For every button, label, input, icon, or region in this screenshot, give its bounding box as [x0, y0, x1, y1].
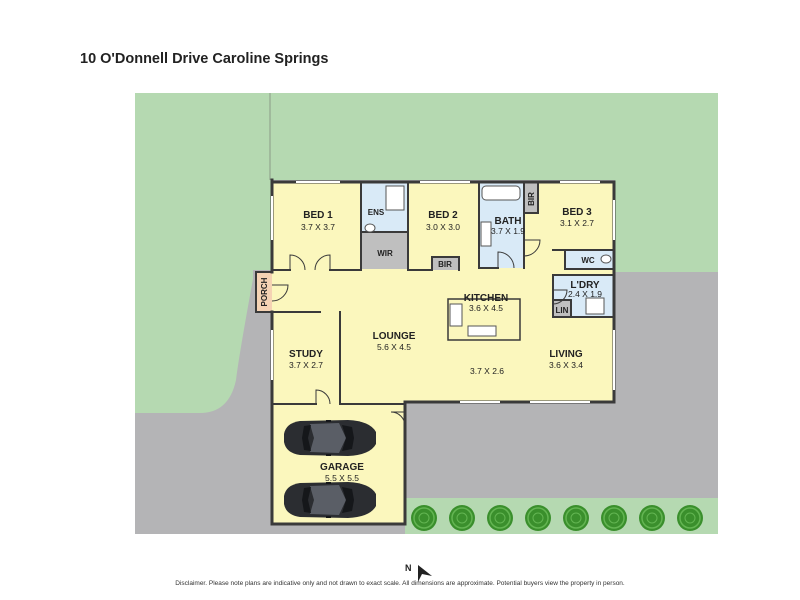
wc-label: WC — [581, 256, 595, 265]
front-lawn — [135, 93, 718, 413]
kitchen-dims: 3.6 X 4.5 — [469, 303, 503, 313]
property-address: 10 O'Donnell Drive Caroline Springs — [80, 51, 329, 67]
tree-icon — [410, 504, 438, 532]
kitchen-label: KITCHEN — [464, 293, 508, 304]
bed2-dims: 3.0 X 3.0 — [426, 222, 460, 232]
lounge-dims: 5.6 X 4.5 — [377, 342, 411, 352]
tree-icon — [600, 504, 628, 532]
lin-label: LIN — [556, 306, 569, 315]
bed2-label: BED 2 — [428, 210, 458, 221]
garage-label: GARAGE — [320, 462, 364, 473]
toilet-icon — [600, 254, 612, 264]
dining-dims: 3.7 X 2.6 — [470, 366, 504, 376]
cooktop-icon — [449, 303, 463, 327]
lounge-label: LOUNGE — [373, 331, 416, 342]
bed1-label: BED 1 — [303, 210, 333, 221]
bir-bed3-label: BIR — [527, 192, 536, 206]
laundry-dims: 2.4 X 1.9 — [568, 289, 602, 299]
laundry-label: L'DRY — [570, 280, 600, 291]
compass-north-label: N — [405, 563, 412, 573]
windows — [271, 181, 615, 403]
bir-bed2-area — [432, 257, 459, 270]
wir-label: WIR — [377, 249, 393, 258]
ens-label: ENS — [368, 208, 385, 217]
tree-icon — [638, 504, 666, 532]
car-icon — [284, 482, 376, 518]
tree-icon — [486, 504, 514, 532]
bath-dims: 3.7 X 1.9 — [491, 226, 525, 236]
toilet-icon — [364, 223, 376, 233]
porch-label: PORCH — [260, 277, 269, 306]
tree-icon — [562, 504, 590, 532]
tree-icon — [524, 504, 552, 532]
bir-bed3-area — [524, 183, 538, 213]
tree-icon — [676, 504, 704, 532]
wir-area — [361, 232, 408, 269]
bir-bed2-label: BIR — [438, 260, 452, 269]
garage-dims: 5.5 X 5.5 — [325, 473, 359, 483]
bed3-label: BED 3 — [562, 207, 592, 218]
disclaimer-text: Disclaimer. Please note plans are indica… — [175, 580, 625, 587]
car-icon — [284, 420, 376, 456]
study-label: STUDY — [289, 349, 323, 360]
wc-area — [565, 250, 613, 269]
study-dims: 3.7 X 2.7 — [289, 360, 323, 370]
living-label: LIVING — [549, 349, 583, 360]
tree-icon — [448, 504, 476, 532]
compass-arrow-icon — [418, 565, 432, 582]
bed3-dims: 3.1 X 2.7 — [560, 218, 594, 228]
bed1-dims: 3.7 X 3.7 — [301, 222, 335, 232]
door-swing-icon — [271, 239, 568, 427]
shower-icon — [385, 185, 405, 211]
living-dims: 3.6 X 3.4 — [549, 360, 583, 370]
bathtub-icon — [481, 185, 521, 201]
bath-label: BATH — [494, 216, 521, 227]
laundry-trough-icon — [585, 297, 605, 315]
lin-area — [553, 300, 571, 317]
sink-icon — [467, 325, 497, 337]
vanity-icon — [480, 221, 492, 247]
porch-area — [256, 272, 272, 312]
